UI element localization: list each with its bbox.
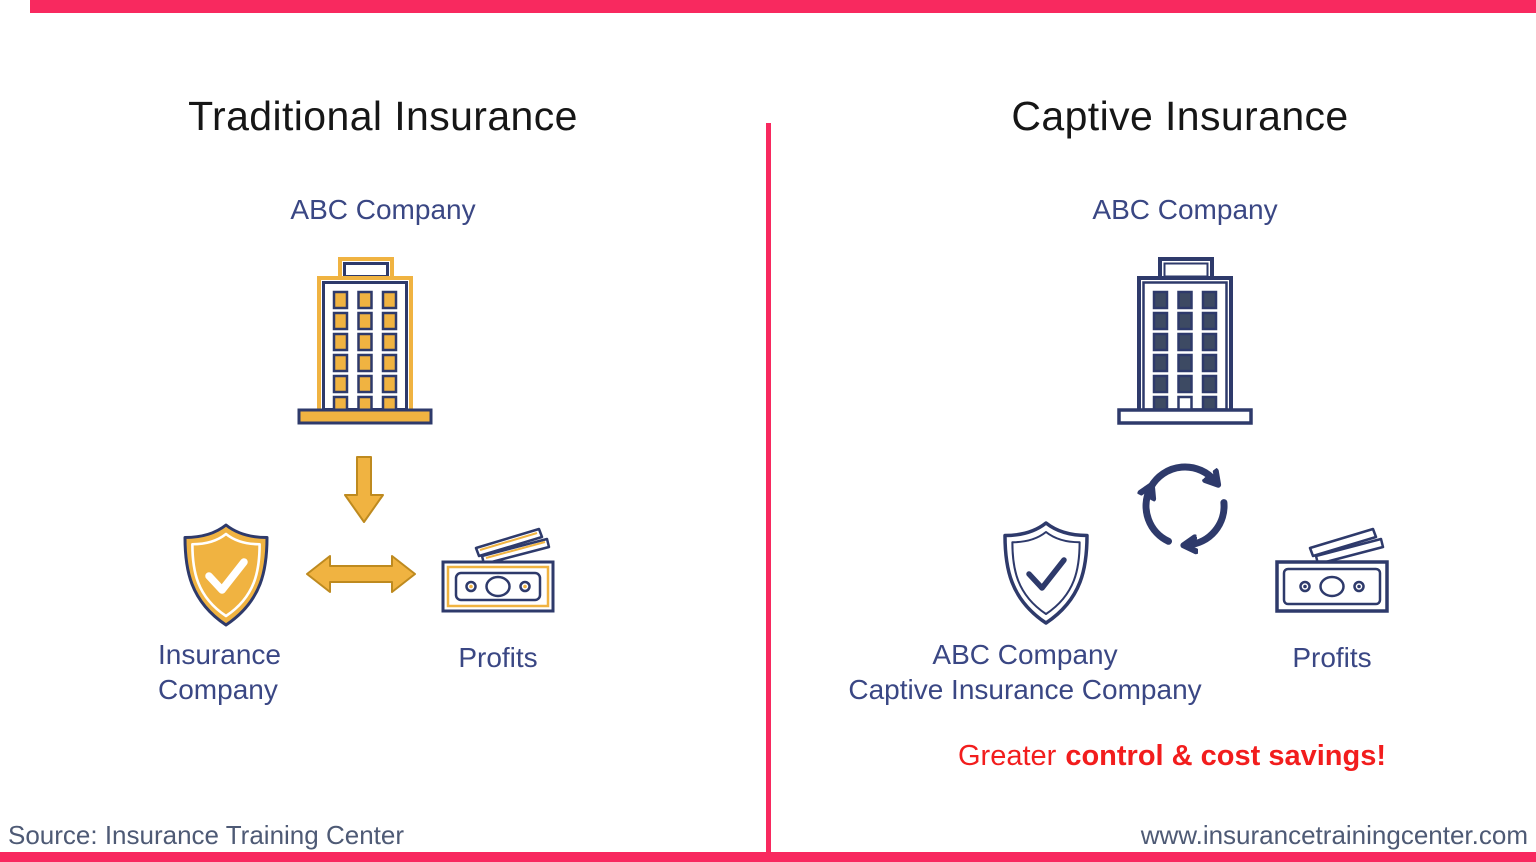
tagline-bold-text: control & cost savings! [1065,740,1386,772]
top-accent-bar [30,0,1536,13]
captive-company-label-line2: Captive Insurance Company [848,674,1202,705]
shield-check-icon [183,523,269,627]
insurance-company-label: Insurance Company [158,637,281,707]
captive-company-label-line1: ABC Company [932,639,1118,670]
vertical-divider [766,123,771,862]
source-credit: Source: Insurance Training Center [8,820,404,850]
captive-company-label: ABC Company Captive Insurance Company [824,637,1226,707]
right-title: Captive Insurance [1011,93,1349,139]
left-profits-label: Profits [458,642,538,673]
tagline-regular-text: Greater [958,740,1057,772]
left-title: Traditional Insurance [188,93,578,139]
insurance-company-label-line1: Insurance [158,639,281,670]
right-profits-label: Profits [1292,642,1372,673]
money-icon [1275,527,1389,613]
right-company-label: ABC Company [1092,194,1278,225]
money-icon [441,527,555,613]
left-company-label: ABC Company [290,194,476,225]
cycle-arrows-icon [1133,463,1228,557]
office-building-icon [297,257,433,425]
two-way-arrow-icon [306,555,416,593]
down-arrow-icon [344,456,384,523]
insurance-company-label-line2: Company [158,674,278,705]
office-building-icon [1117,257,1253,425]
website-url: www.insurancetrainingcenter.com [1140,820,1528,850]
shield-check-icon [1003,521,1089,625]
